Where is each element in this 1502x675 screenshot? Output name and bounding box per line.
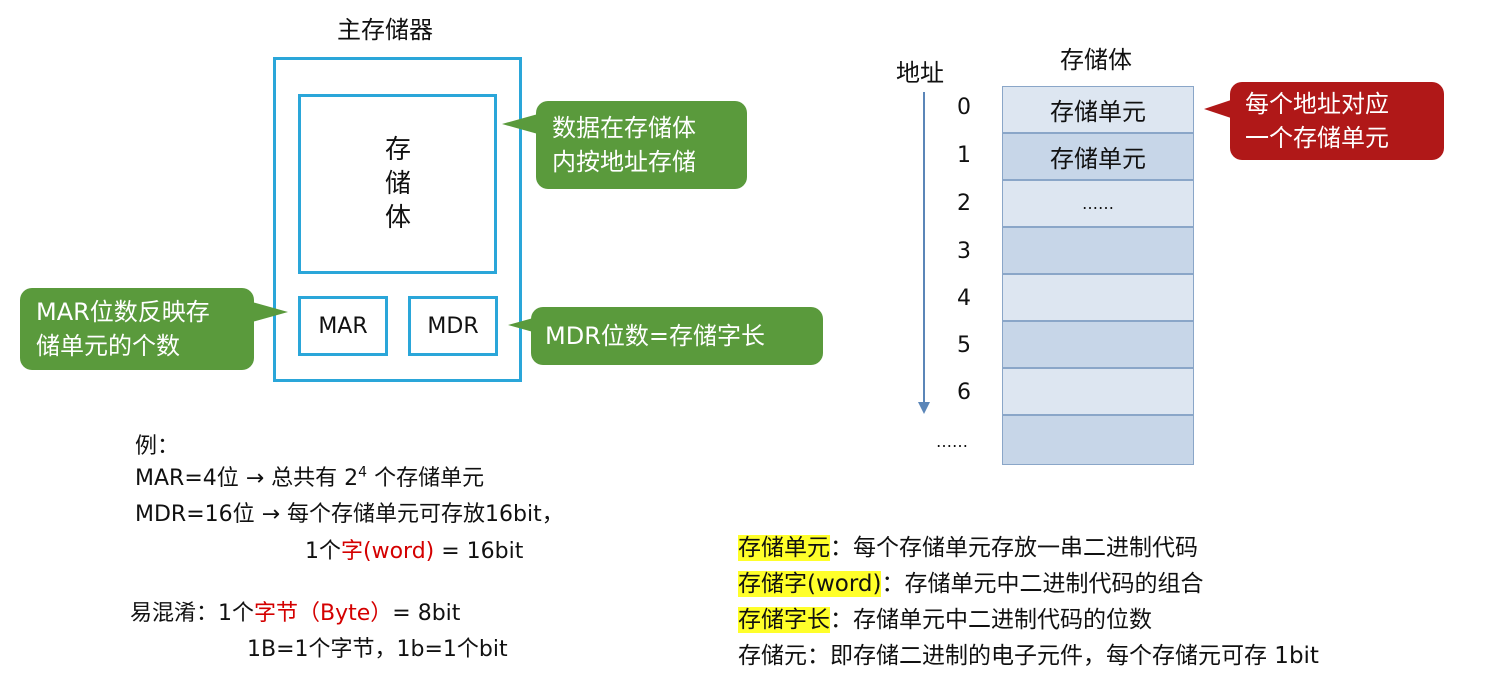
- confusion-line-2: 1B=1个字节，1b=1个bit: [247, 637, 508, 662]
- address-callout: 每个地址对应 一个存储单元: [1230, 82, 1444, 160]
- address-label: 地址: [896, 59, 944, 87]
- definition-desc: ：每个存储单元存放一串二进制代码: [830, 535, 1198, 561]
- address-4: 4: [957, 286, 971, 311]
- example-text: 个存储单元: [367, 466, 485, 491]
- callout-tail: [1204, 99, 1234, 119]
- address-5: 5: [957, 333, 971, 358]
- confusion-line-1: 易混淆：1个字节（Byte）= 8bit: [130, 595, 460, 627]
- mdr-callout: MDR位数=存储字长: [531, 307, 823, 365]
- address-more: ……: [936, 432, 968, 451]
- storage-cell: [1002, 321, 1194, 368]
- mdr-register: MDR: [408, 296, 498, 356]
- storage-bank-label: 存 储 体: [380, 133, 416, 235]
- mar-register: MAR: [298, 296, 388, 356]
- example-heading: 例：: [135, 434, 180, 459]
- storage-cell: [1002, 274, 1194, 321]
- storage-cell: [1002, 415, 1194, 465]
- definition-term: 存储字长: [738, 607, 830, 633]
- example-line-2: MDR=16位 → 每个存储单元可存放16bit，: [135, 502, 564, 527]
- callout-line: 每个地址对应: [1245, 90, 1389, 118]
- callout-tail: [502, 114, 538, 134]
- mar-callout: MAR位数反映存 储单元的个数: [20, 288, 254, 370]
- example-text: = 16bit: [434, 539, 524, 564]
- storage-cell: 存储单元: [1002, 133, 1194, 180]
- definition-term: 存储字(word): [738, 571, 882, 597]
- callout-line: 数据在存储体: [552, 114, 696, 142]
- address-6: 6: [957, 380, 971, 405]
- callout-line: MAR位数反映存: [36, 298, 210, 326]
- address-1: 1: [957, 143, 971, 168]
- storage-cell: ……: [1002, 180, 1194, 227]
- definition-desc: ：存储单元中二进制代码的组合: [881, 571, 1204, 597]
- callout-line: 储单元的个数: [36, 332, 180, 360]
- address-2: 2: [957, 191, 971, 216]
- callout-line: 内按地址存储: [552, 148, 696, 176]
- callout-line: 一个存储单元: [1245, 124, 1389, 152]
- main-memory-title: 主存储器: [337, 16, 433, 44]
- word-term: 字(word): [341, 539, 435, 564]
- storage-cell: 存储单元: [1002, 86, 1194, 133]
- storage-bank-box: [298, 94, 497, 274]
- definition-row: 存储单元：每个存储单元存放一串二进制代码: [738, 528, 1198, 562]
- address-3: 3: [957, 239, 971, 264]
- exponent: 4: [358, 464, 368, 481]
- example-line-1: MAR=4位 → 总共有 24 个存储单元: [135, 460, 484, 492]
- storage-body-title: 存储体: [1060, 46, 1132, 74]
- bank-char: 储: [384, 169, 411, 199]
- definition-desc: ：即存储二进制的电子元件，每个存储元可存 1bit: [807, 643, 1319, 669]
- example-text: = 8bit: [392, 601, 461, 626]
- example-text: MAR=4位 → 总共有 2: [135, 466, 359, 491]
- address-0: 0: [957, 95, 971, 120]
- storage-cell: [1002, 368, 1194, 415]
- definition-term: 存储元: [738, 643, 807, 669]
- definition-row: 存储字长：存储单元中二进制代码的位数: [738, 600, 1152, 634]
- bank-char: 存: [384, 135, 411, 165]
- address-arrow-line: [923, 92, 925, 407]
- callout-tail: [252, 302, 288, 322]
- example-text: 1个: [305, 539, 341, 564]
- definition-row: 存储元：即存储二进制的电子元件，每个存储元可存 1bit: [738, 636, 1319, 670]
- callout-line: MDR位数=存储字长: [545, 322, 765, 350]
- definition-term: 存储单元: [738, 535, 830, 561]
- bank-char: 体: [384, 203, 411, 233]
- definition-desc: ：存储单元中二进制代码的位数: [830, 607, 1152, 633]
- bank-callout: 数据在存储体 内按地址存储: [536, 101, 747, 189]
- byte-term: 字节（Byte）: [254, 601, 393, 626]
- example-text: 易混淆：1个: [130, 601, 254, 626]
- definition-row: 存储字(word)：存储单元中二进制代码的组合: [738, 564, 1203, 598]
- storage-cell: [1002, 227, 1194, 274]
- example-line-3: 1个字(word) = 16bit: [305, 533, 523, 565]
- address-arrow-head: [918, 402, 930, 414]
